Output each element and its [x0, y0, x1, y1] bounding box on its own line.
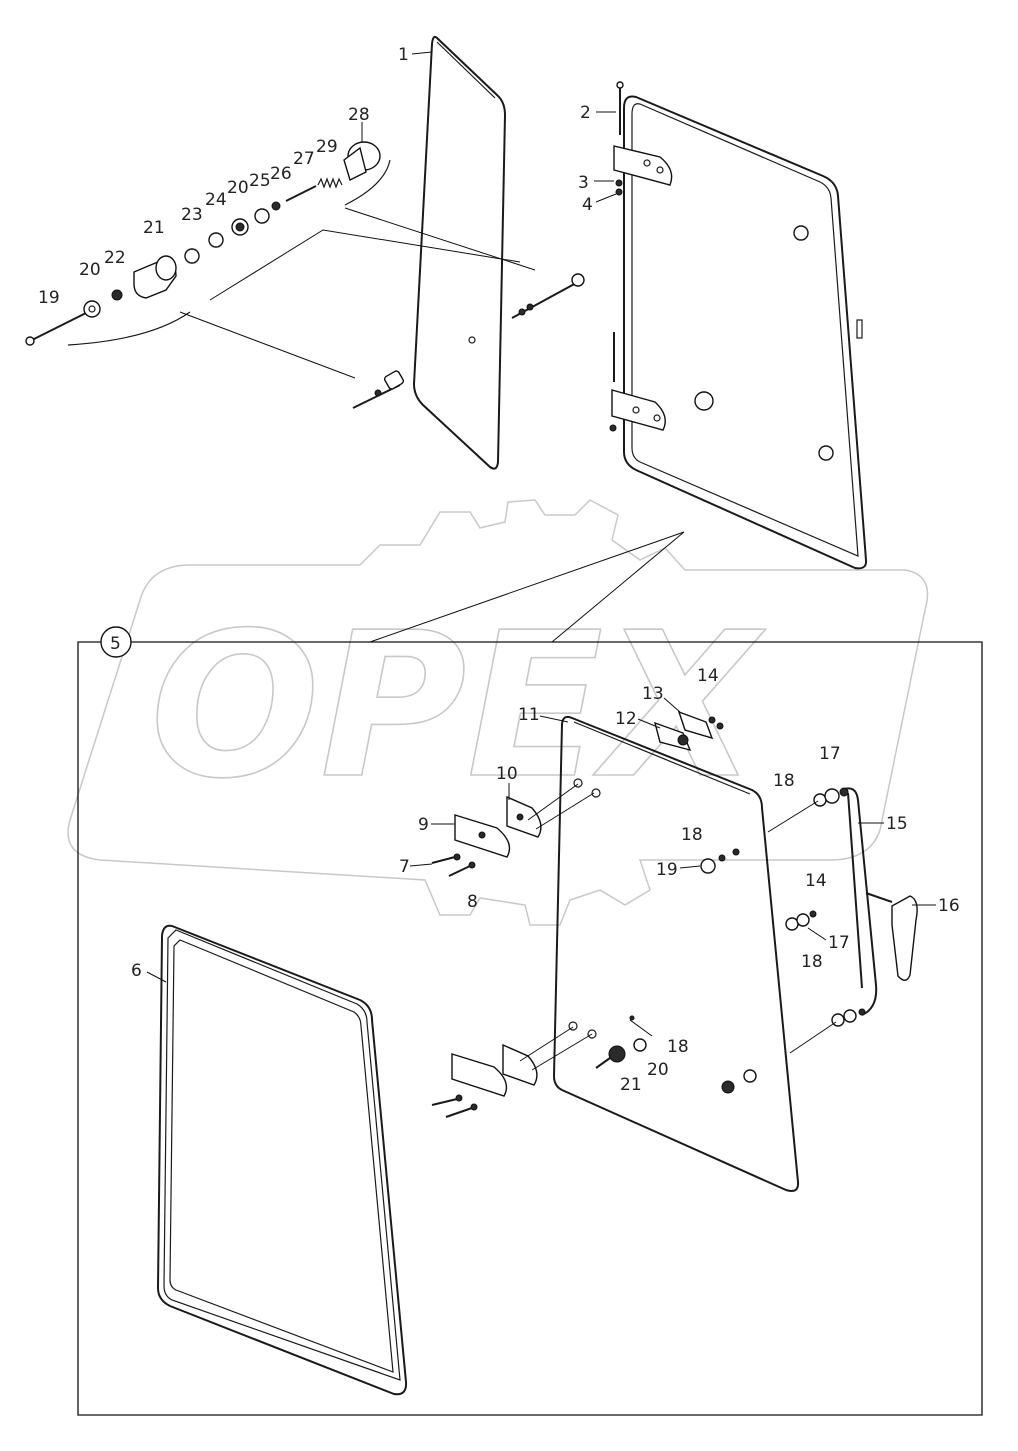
- hinge-brackets-lower: [431, 1026, 593, 1118]
- callout-10: 10: [496, 764, 518, 784]
- callout-20b: 20: [227, 178, 249, 198]
- detail-view-5: [77, 626, 983, 1416]
- callout-23: 23: [181, 205, 203, 225]
- callout-13: 13: [642, 684, 664, 704]
- callout-21b: 21: [620, 1075, 642, 1095]
- callout-12: 12: [615, 709, 637, 729]
- callout-24: 24: [205, 190, 227, 210]
- callout-18d: 18: [667, 1037, 689, 1057]
- callout-22: 22: [104, 248, 126, 268]
- callout-28: 28: [348, 105, 370, 125]
- callout-11: 11: [518, 705, 540, 725]
- callout-16: 16: [938, 896, 960, 916]
- callout-labels: 1 2 3 4 5 6 7 8 9 10 11 12 13 14 14 15 1…: [38, 45, 960, 1095]
- callout-18c: 18: [801, 952, 823, 972]
- callout-20a: 20: [79, 260, 101, 280]
- callout-3: 3: [578, 173, 589, 193]
- callout-14b: 14: [805, 871, 827, 891]
- callout-17a: 17: [819, 744, 841, 764]
- callout-5: 5: [110, 634, 121, 654]
- callout-19b: 19: [656, 860, 678, 880]
- callout-15: 15: [886, 814, 908, 834]
- detail-pointer: [369, 531, 685, 643]
- callout-8: 8: [467, 892, 478, 912]
- callout-1: 1: [398, 45, 409, 65]
- callout-9: 9: [418, 815, 429, 835]
- seal-gasket-part-6: [157, 924, 408, 1396]
- top-clamp: [653, 710, 724, 752]
- callout-7: 7: [399, 857, 410, 877]
- hinge-brackets-upper: [431, 783, 595, 877]
- callout-17b: 17: [828, 933, 850, 953]
- hinge-assembly-small-parts: [25, 141, 391, 346]
- callout-18b: 18: [681, 825, 703, 845]
- latch-hardware: [595, 787, 918, 1094]
- assembly-guide-lines: [179, 207, 585, 409]
- callout-18a: 18: [773, 771, 795, 791]
- watermark-text: OPEX: [150, 590, 766, 823]
- callout-14a: 14: [697, 666, 719, 686]
- callout-21a: 21: [143, 218, 165, 238]
- callout-19a: 19: [38, 288, 60, 308]
- callout-29: 29: [316, 137, 338, 157]
- callout-4: 4: [582, 195, 593, 215]
- callout-27: 27: [293, 149, 315, 169]
- callout-26: 26: [270, 164, 292, 184]
- door-frame-assembly: [609, 81, 868, 570]
- glass-panel-part-1: [413, 35, 506, 470]
- watermark-logo: OPEX: [67, 499, 929, 926]
- callout-25: 25: [249, 171, 271, 191]
- callout-2: 2: [580, 103, 591, 123]
- callout-20c: 20: [647, 1060, 669, 1080]
- callout-6: 6: [131, 961, 142, 981]
